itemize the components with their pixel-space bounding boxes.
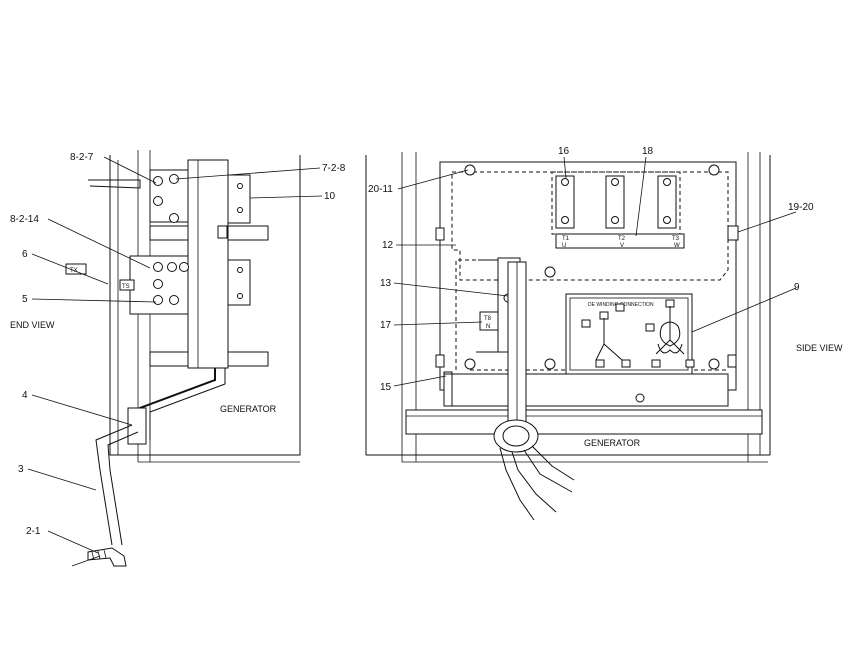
tag-ts: TS: [122, 284, 130, 290]
end-view-drawing: TX TS: [65, 150, 301, 567]
clamp: [127, 407, 147, 445]
terminal-t3: T3: [672, 236, 680, 242]
end-view-generator-label: GENERATOR: [220, 404, 277, 414]
terminal-t8: T8: [484, 316, 492, 322]
terminal-t1: T1: [562, 236, 570, 242]
terminal-n: N: [486, 324, 490, 330]
side-view-generator-label: GENERATOR: [584, 438, 641, 448]
callout-20-11: 20-11: [368, 184, 393, 195]
side-view-label: SIDE VIEW: [796, 343, 843, 353]
terminal-t2: T2: [618, 236, 626, 242]
tag-tx: TX: [70, 268, 78, 274]
callout-2-1: 2-1: [26, 526, 41, 537]
end-view-label: END VIEW: [10, 320, 55, 330]
end-view-bracket: [187, 159, 229, 369]
callout-17: 17: [380, 320, 392, 331]
callout-16: 16: [558, 146, 570, 157]
callout-19-20: 19-20: [788, 202, 814, 213]
terminal-v: V: [620, 243, 624, 249]
callout-10: 10: [324, 191, 336, 202]
callout-8-2-7: 8-2-7: [70, 152, 94, 163]
callout-3: 3: [18, 464, 24, 475]
callout-8-2-14: 8-2-14: [10, 214, 39, 225]
callout-5: 5: [22, 294, 28, 305]
callout-18: 18: [642, 146, 654, 157]
callout-13: 13: [380, 278, 392, 289]
terminal-w: W: [674, 243, 680, 249]
callout-12: 12: [382, 240, 394, 251]
callout-7-2-8: 7-2-8: [322, 163, 346, 174]
callout-9: 9: [794, 282, 800, 293]
callout-15: 15: [380, 382, 392, 393]
terminal-u: U: [562, 243, 566, 249]
side-view-drawing: DE WINDING CONNECTION: [365, 152, 771, 521]
callout-4: 4: [22, 390, 28, 401]
callout-6: 6: [22, 249, 28, 260]
